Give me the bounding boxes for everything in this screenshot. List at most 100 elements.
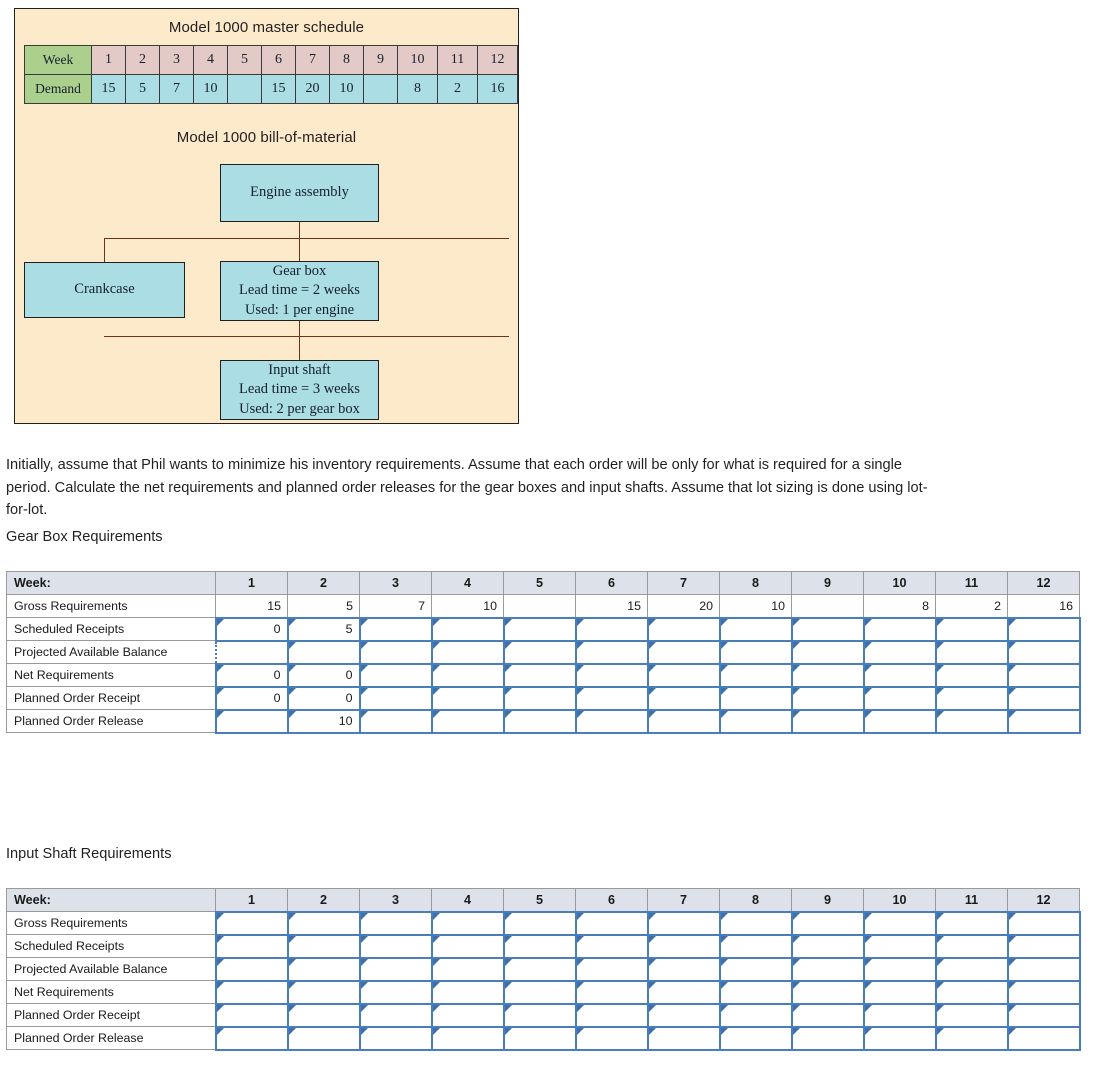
input-cell-week-4[interactable] [430,910,505,936]
input-cell-week-5[interactable] [502,979,577,1005]
input-cell-week-2[interactable] [286,1025,361,1051]
input-cell-week-10[interactable] [862,1025,937,1051]
input-cell-week-6[interactable] [574,662,649,688]
input-cell-week-1[interactable] [214,910,289,936]
input-cell-week-7[interactable] [646,708,721,734]
input-cell-week-11[interactable] [934,616,1009,642]
input-cell-week-11[interactable] [934,910,1009,936]
input-cell-week-11[interactable] [934,956,1009,982]
input-cell-week-3[interactable] [358,616,433,642]
input-cell-week-5[interactable] [502,1002,577,1028]
input-cell-week-6[interactable] [574,708,649,734]
input-cell-week-5[interactable] [502,662,577,688]
input-cell-week-12[interactable] [1006,708,1081,734]
input-cell-week-5[interactable] [502,933,577,959]
input-cell-week-8[interactable] [718,1025,793,1051]
input-cell-week-2[interactable] [286,639,361,665]
input-cell-week-2[interactable] [286,933,361,959]
input-cell-week-10[interactable] [862,910,937,936]
input-cell-week-7[interactable] [646,979,721,1005]
input-cell-week-1[interactable]: 0 [214,662,289,688]
input-cell-week-7[interactable] [646,910,721,936]
input-cell-week-12[interactable] [1006,979,1081,1005]
input-cell-week-10[interactable] [862,662,937,688]
input-cell-week-6[interactable] [574,639,649,665]
input-cell-week-3[interactable] [358,910,433,936]
input-cell-week-3[interactable] [358,979,433,1005]
input-cell-week-4[interactable] [430,933,505,959]
input-cell-week-6[interactable] [574,685,649,711]
input-cell-week-10[interactable] [862,639,937,665]
input-cell-week-2[interactable] [286,956,361,982]
input-cell-week-9[interactable] [790,979,865,1005]
input-cell-week-3[interactable] [358,639,433,665]
input-cell-week-6[interactable] [574,979,649,1005]
input-cell-week-3[interactable] [358,933,433,959]
input-cell-week-1[interactable] [214,956,289,982]
input-cell-week-3[interactable] [358,685,433,711]
input-cell-week-3[interactable] [358,662,433,688]
input-cell-week-9[interactable] [790,910,865,936]
input-cell-week-7[interactable] [646,616,721,642]
input-cell-week-1[interactable] [214,933,289,959]
input-cell-week-3[interactable] [358,1025,433,1051]
input-cell-week-7[interactable] [646,933,721,959]
input-cell-week-10[interactable] [862,956,937,982]
input-cell-week-8[interactable] [718,956,793,982]
input-cell-week-9[interactable] [790,956,865,982]
input-cell-week-8[interactable] [718,662,793,688]
input-cell-week-7[interactable] [646,956,721,982]
input-cell-week-1[interactable] [214,979,289,1005]
input-cell-week-12[interactable] [1006,685,1081,711]
input-cell-week-9[interactable] [790,616,865,642]
input-cell-week-10[interactable] [862,708,937,734]
input-cell-week-12[interactable] [1006,956,1081,982]
input-cell-week-8[interactable] [718,708,793,734]
input-cell-week-10[interactable] [862,616,937,642]
input-cell-week-5[interactable] [502,910,577,936]
input-cell-week-4[interactable] [430,685,505,711]
input-cell-week-5[interactable] [502,639,577,665]
input-cell-week-4[interactable] [430,979,505,1005]
input-cell-week-5[interactable] [502,616,577,642]
input-cell-week-12[interactable] [1006,639,1081,665]
input-cell-week-1[interactable]: 0 [214,616,289,642]
input-cell-week-8[interactable] [718,639,793,665]
input-cell-week-8[interactable] [718,616,793,642]
input-cell-week-4[interactable] [430,639,505,665]
input-cell-week-8[interactable] [718,910,793,936]
input-cell-week-4[interactable] [430,708,505,734]
input-cell-week-11[interactable] [934,662,1009,688]
input-cell-week-6[interactable] [574,933,649,959]
input-cell-week-11[interactable] [934,685,1009,711]
input-cell-week-1[interactable]: 0 [214,685,289,711]
input-cell-week-10[interactable] [862,933,937,959]
input-cell-week-7[interactable] [646,685,721,711]
input-cell-week-9[interactable] [790,933,865,959]
input-cell-week-3[interactable] [358,708,433,734]
input-cell-week-9[interactable] [790,685,865,711]
input-cell-week-10[interactable] [862,979,937,1005]
input-cell-week-2[interactable] [286,910,361,936]
input-cell-week-9[interactable] [790,708,865,734]
input-cell-week-12[interactable] [1006,616,1081,642]
input-cell-week-5[interactable] [502,956,577,982]
input-cell-week-7[interactable] [646,639,721,665]
input-cell-week-10[interactable] [862,685,937,711]
input-cell-week-3[interactable] [358,956,433,982]
input-cell-week-7[interactable] [646,662,721,688]
input-cell-week-3[interactable] [358,1002,433,1028]
input-cell-week-2[interactable]: 10 [286,708,361,734]
input-cell-week-11[interactable] [934,933,1009,959]
input-cell-week-2[interactable]: 5 [286,616,361,642]
input-cell-week-8[interactable] [718,933,793,959]
input-cell-week-10[interactable] [862,1002,937,1028]
input-cell-week-6[interactable] [574,616,649,642]
gear-box-requirements-table[interactable]: Week: 1 2 3 4 5 6 7 8 9 10 11 12 Gross R… [6,571,1081,734]
input-cell-week-8[interactable] [718,979,793,1005]
input-cell-week-4[interactable] [430,662,505,688]
input-cell-week-11[interactable] [934,1025,1009,1051]
input-cell-week-7[interactable] [646,1002,721,1028]
input-cell-week-5[interactable] [502,708,577,734]
input-cell-week-6[interactable] [574,956,649,982]
